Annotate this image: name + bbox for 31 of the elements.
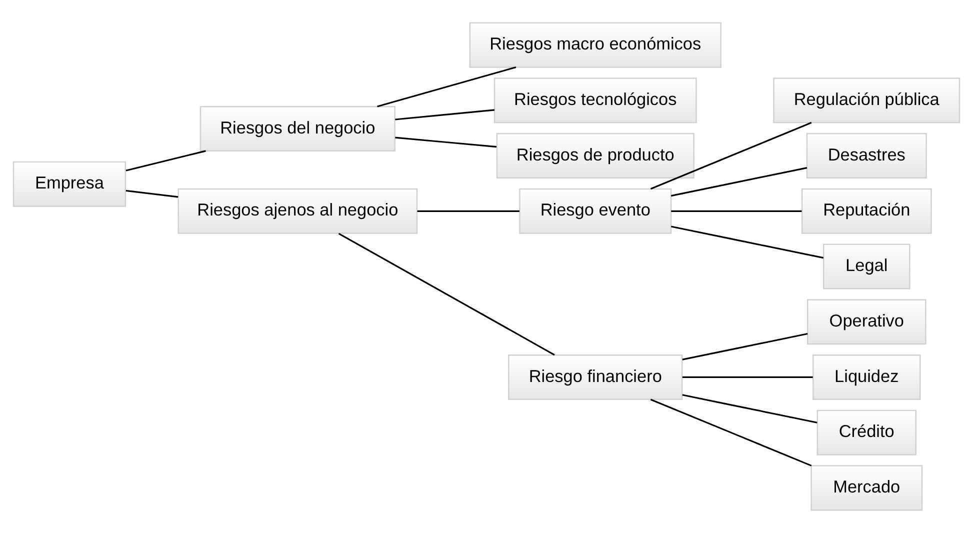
connector: [417, 210, 520, 212]
connector: [682, 376, 813, 378]
node-box: Crédito: [816, 410, 916, 456]
connector: [126, 150, 206, 172]
connector: [395, 136, 497, 148]
connector: [682, 394, 818, 424]
node-box: Riesgo evento: [519, 188, 672, 234]
connector: [650, 122, 812, 190]
connector: [682, 332, 808, 360]
connector: [338, 232, 555, 356]
node-box: Mercado: [810, 465, 923, 511]
connector: [670, 226, 824, 259]
node-box: Riesgos tecnológicos: [494, 78, 697, 124]
node-box: Regulación pública: [773, 78, 960, 124]
node-box: Riesgo financiero: [508, 354, 683, 400]
connector: [671, 210, 802, 212]
node-box: Reputación: [801, 188, 932, 234]
node-box: Riesgos macro económicos: [469, 22, 722, 68]
node-box: Legal: [822, 244, 910, 290]
node-box: Operativo: [806, 299, 926, 345]
connector: [377, 66, 516, 108]
node-box: Empresa: [12, 161, 126, 207]
node-box: Desastres: [806, 133, 927, 179]
connector: [126, 190, 178, 198]
node-box: Riesgos ajenos al negocio: [178, 188, 418, 234]
node-box: Riesgos de producto: [496, 133, 694, 179]
node-box: Riesgos del negocio: [200, 106, 396, 152]
node-box: Liquidez: [812, 354, 921, 400]
connector: [670, 167, 808, 197]
connector: [395, 109, 495, 120]
connector: [650, 398, 812, 466]
